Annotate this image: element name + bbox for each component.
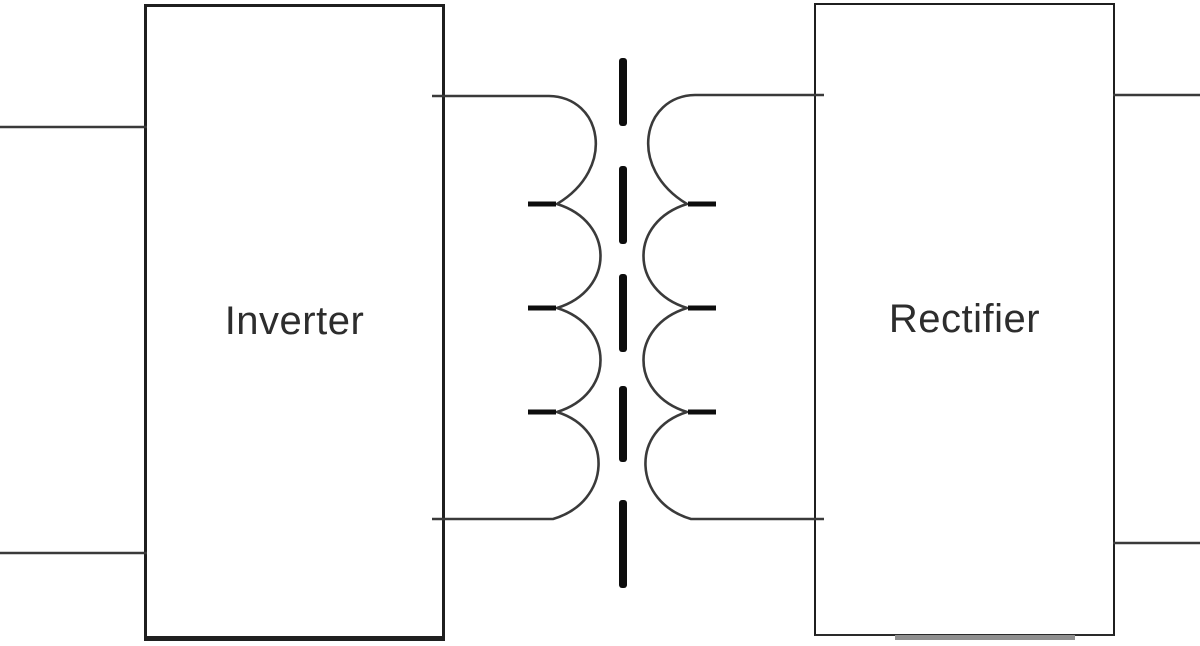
transformer-windings — [432, 93, 824, 521]
inverter-block: Inverter — [144, 4, 445, 641]
core-dash — [619, 58, 627, 126]
rectifier-label: Rectifier — [888, 297, 1041, 341]
primary-winding — [432, 94, 602, 521]
inverter-label: Inverter — [224, 299, 365, 343]
core-dash — [619, 386, 627, 462]
core-dash — [619, 500, 627, 588]
transformer-core-line — [619, 58, 627, 588]
core-dash — [619, 166, 627, 244]
winding-ticks — [528, 201, 716, 415]
secondary-winding — [642, 93, 824, 521]
rectifier-block: Rectifier — [814, 3, 1115, 636]
core-dash — [619, 274, 627, 352]
